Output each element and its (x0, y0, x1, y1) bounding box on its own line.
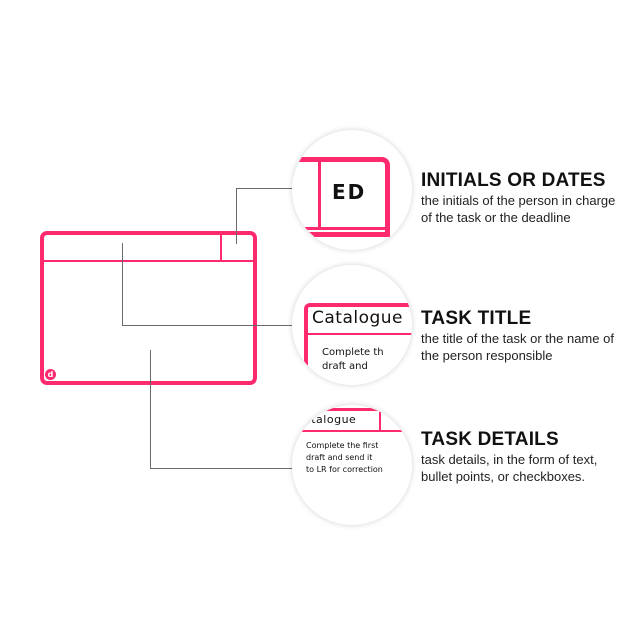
callout-initials: INITIALS OR DATES the initials of the pe… (421, 170, 621, 226)
zoom-details-line-1: Complete th (322, 347, 384, 358)
callout-task-title-description: the title of the task or the name of the… (421, 331, 614, 363)
connector-title-vertical (122, 243, 123, 326)
brand-logo-icon: d (45, 369, 56, 380)
zoom-initials-divider (379, 409, 381, 431)
zoom-header-line (292, 430, 412, 432)
card-header-section (44, 235, 253, 262)
connector-title-horizontal (122, 325, 294, 326)
zoom-circle-details: atalogue Complete the first draft and se… (292, 405, 412, 525)
zoom-initials-text: ED (332, 180, 367, 204)
zoom-circle-initials: ED (292, 130, 412, 250)
zoom-card-top (292, 408, 412, 411)
zoom-title-text: Catalogue (312, 308, 404, 328)
zoom-details-line-2: draft and (322, 361, 368, 372)
connector-initials-horizontal (236, 188, 294, 189)
zoom-card-frame (292, 157, 390, 237)
zoom-initials-divider (318, 160, 321, 230)
zoom-details-line-1: Complete the first (306, 441, 379, 450)
callout-initials-description: the initials of the person in charge of … (421, 193, 616, 225)
zoom-card-frame (304, 303, 412, 385)
card-initials-divider (220, 235, 222, 262)
callout-task-title-title: TASK TITLE (421, 308, 532, 329)
callout-task-details-title: TASK DETAILS (421, 429, 559, 450)
zoom-title-text: atalogue (304, 413, 357, 426)
zoom-circle-title: Catalogue Complete th draft and (292, 265, 412, 385)
zoom-details-line-2: draft and send it (306, 453, 373, 462)
connector-details-vertical (150, 350, 151, 469)
zoom-header-line (292, 227, 387, 230)
callout-task-details: TASK DETAILS task details, in the form o… (421, 429, 621, 485)
callout-initials-title: INITIALS OR DATES (421, 170, 606, 191)
callout-task-title: TASK TITLE the title of the task or the … (421, 308, 631, 364)
zoom-details-line-3: to LR for correction (306, 465, 383, 474)
connector-initials-vertical (236, 188, 237, 244)
connector-details-horizontal (150, 468, 294, 469)
task-card-diagram: d (40, 231, 257, 385)
callout-task-details-description: task details, in the form of text, bulle… (421, 452, 598, 484)
zoom-header-line (306, 333, 412, 335)
